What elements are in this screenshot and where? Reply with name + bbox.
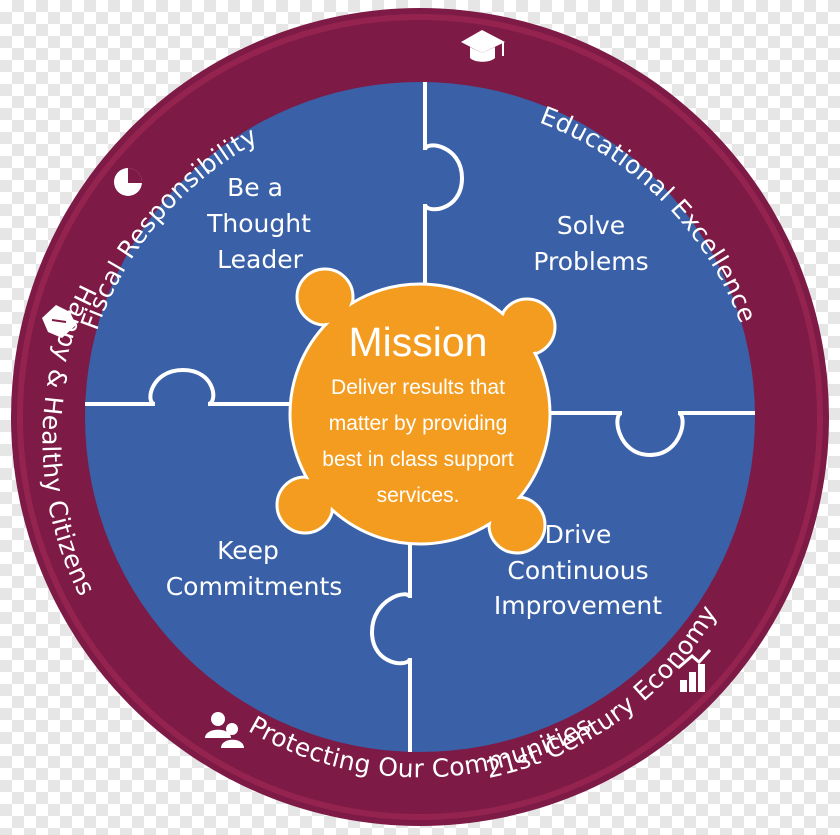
quadrant-text: Leader bbox=[217, 245, 303, 274]
quadrant-text: Keep bbox=[217, 536, 279, 565]
graduation-cap-icon bbox=[461, 30, 505, 62]
pie-chart-icon bbox=[114, 168, 142, 196]
seam-top bbox=[423, 82, 465, 290]
mission-line-1: Deliver results that bbox=[331, 376, 505, 399]
mission-line-4: services. bbox=[377, 484, 460, 507]
quadrant-text: Commitments bbox=[166, 572, 343, 601]
seam-left bbox=[85, 367, 292, 406]
handshake-icon bbox=[42, 305, 76, 338]
mission-circle bbox=[288, 282, 552, 546]
mission-line-2: matter by providing bbox=[329, 412, 508, 435]
quadrant-top-right-label: Solve Problems bbox=[533, 211, 648, 276]
quadrant-text: Improvement bbox=[494, 591, 662, 620]
people-icon bbox=[205, 712, 244, 748]
mission-center: Mission Deliver results that matter by p… bbox=[275, 267, 557, 555]
puzzle-seams bbox=[85, 82, 755, 752]
mission-title: Mission bbox=[349, 319, 488, 365]
quadrant-text: Continuous bbox=[507, 556, 648, 585]
quadrant-top-left-label: Be a Thought Leader bbox=[206, 173, 311, 274]
quadrant-text: Drive bbox=[545, 520, 612, 549]
quadrant-text: Problems bbox=[533, 247, 648, 276]
quadrant-bottom-right-label: Drive Continuous Improvement bbox=[494, 520, 662, 620]
quadrant-text: Solve bbox=[557, 211, 625, 240]
seam-bottom bbox=[369, 540, 412, 752]
quadrant-bottom-left-label: Keep Commitments bbox=[166, 536, 343, 601]
seam-right bbox=[548, 411, 755, 458]
growth-chart-icon bbox=[677, 648, 712, 692]
outer-ring-edge bbox=[17, 14, 823, 820]
mission-line-3: best in class support bbox=[322, 448, 514, 471]
quadrant-text: Be a bbox=[227, 173, 283, 202]
quadrant-text: Thought bbox=[206, 209, 311, 238]
